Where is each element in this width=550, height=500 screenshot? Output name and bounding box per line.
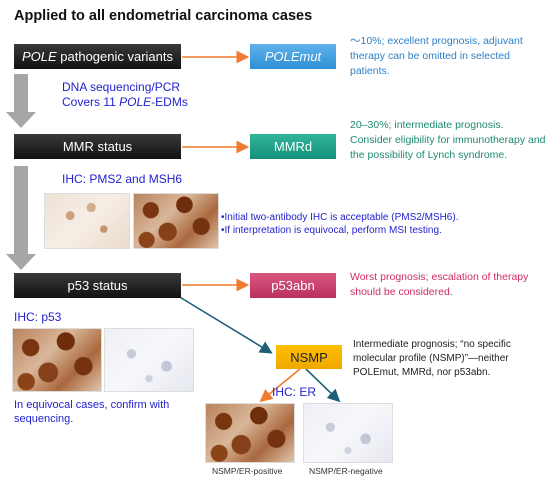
description-polemut: 〜10%; excellent prognosis, adjuvant ther…	[350, 35, 523, 77]
method-pole: DNA sequencing/PCR Covers 11 POLE-EDMs	[62, 80, 188, 110]
page-title: Applied to all endometrial carcinoma cas…	[14, 8, 313, 24]
category-polemut: POLEmut	[250, 44, 336, 69]
down-arrow-pole-to-mmr	[6, 74, 36, 128]
step-pole-italic: POLE	[21, 49, 57, 64]
method-pole-line2: Covers 11 POLE-EDMs	[62, 95, 188, 109]
method-p53-ihc: IHC: p53	[14, 310, 62, 324]
method-er-ihc: IHC: ER	[272, 385, 317, 399]
arrow-nsmp-to-er-negative	[305, 368, 341, 403]
method-pole-line1: DNA sequencing/PCR	[62, 80, 181, 94]
caption-er-negative: NSMP/ER-negative	[309, 466, 383, 476]
ihc-image-p53-abnormal	[12, 328, 102, 392]
arrow-nsmp-to-er-positive	[259, 368, 301, 403]
step-pole-variants: POLE pathogenic variants	[14, 44, 181, 69]
description-p53abn: Worst prognosis; escalation of therapy s…	[350, 271, 529, 298]
ihc-image-er-positive	[205, 403, 295, 463]
mmr-notes: •Initial two-antibody IHC is acceptable …	[221, 211, 541, 237]
step-p53-status: p53 status	[14, 273, 181, 298]
down-arrow-mmr-to-p53	[6, 166, 36, 270]
category-nsmp: NSMP	[276, 345, 342, 369]
ihc-image-er-negative	[303, 403, 393, 463]
p53-note: In equivocal cases, confirm with sequenc…	[14, 399, 170, 425]
mmr-note-1: •Initial two-antibody IHC is acceptable …	[221, 212, 459, 223]
description-nsmp: Intermediate prognosis; “no specific mol…	[353, 339, 511, 378]
category-p53abn: p53abn	[250, 273, 336, 298]
arrow-p53-to-nsmp	[177, 295, 273, 354]
description-mmrd: 20–30%; intermediate prognosis. Consider…	[350, 119, 546, 161]
method-mmr-ihc: IHC: PMS2 and MSH6	[62, 172, 183, 186]
mmr-note-2: •If interpretation is equivocal, perform…	[221, 225, 442, 236]
caption-er-positive: NSMP/ER-positive	[212, 466, 283, 476]
step-pole-rest: pathogenic variants	[56, 49, 174, 64]
ihc-image-pms2	[44, 193, 130, 249]
ihc-image-p53-wildtype	[104, 328, 194, 392]
step-mmr-status: MMR status	[14, 134, 181, 159]
ihc-image-msh6	[133, 193, 219, 249]
category-mmrd: MMRd	[250, 134, 336, 159]
